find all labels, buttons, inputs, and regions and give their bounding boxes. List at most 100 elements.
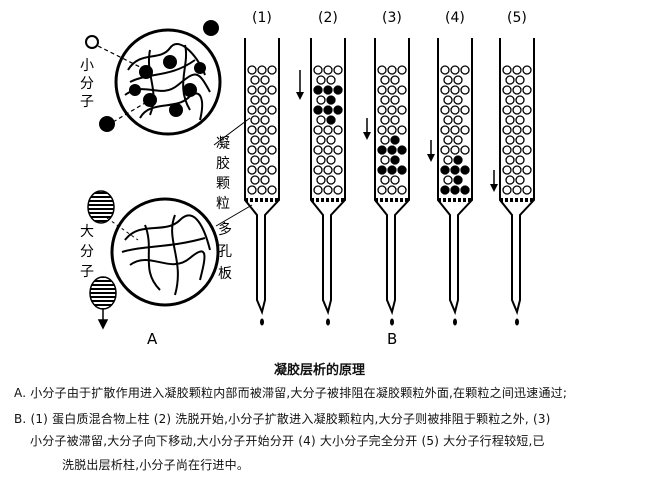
bead-empty <box>257 165 267 175</box>
bead-empty <box>260 155 270 165</box>
bead-empty <box>247 145 257 155</box>
bead-empty <box>512 165 522 175</box>
drop-icon <box>260 318 264 326</box>
gel-particle-lower-network <box>121 214 211 296</box>
bead-filled <box>397 145 407 155</box>
bead-filled <box>313 105 323 115</box>
caption-line-b1: B. (1) 蛋白质混合物上柱 (2) 洗脱开始,小分子扩散进入凝胶颗粒内,大分… <box>14 412 551 426</box>
bead-empty <box>460 85 470 95</box>
bead-empty <box>460 105 470 115</box>
column-number: (3) <box>382 10 402 26</box>
bead-empty <box>515 95 525 105</box>
bead-empty <box>397 65 407 75</box>
bead-empty <box>502 65 512 75</box>
bead-empty <box>257 145 267 155</box>
drop-icon <box>515 318 519 326</box>
bead-empty <box>267 165 277 175</box>
bead-filled <box>453 175 463 185</box>
bead-empty <box>260 175 270 185</box>
bead-empty <box>450 145 460 155</box>
bead-empty <box>316 75 326 85</box>
bead-empty <box>380 135 390 145</box>
bead-empty <box>380 75 390 85</box>
bead-empty <box>440 145 450 155</box>
bead-empty <box>267 105 277 115</box>
bead-empty <box>250 95 260 105</box>
label-porous-plate: 多孔板 <box>218 221 232 282</box>
bead-empty <box>515 155 525 165</box>
bead-empty <box>250 155 260 165</box>
bead-empty <box>450 125 460 135</box>
bead-empty <box>267 85 277 95</box>
bead-empty <box>380 95 390 105</box>
bead-empty <box>440 85 450 95</box>
caption-line-b3: 洗脱出层析柱,小分子尚在行进中。 <box>62 458 250 472</box>
column-number: (4) <box>445 10 465 26</box>
bead-empty <box>267 185 277 195</box>
bead-empty <box>450 85 460 95</box>
arrow-down-icon <box>296 92 304 100</box>
large-molecule <box>87 190 115 224</box>
bead-filled <box>323 105 333 115</box>
bead-empty <box>247 165 257 175</box>
bead-empty <box>257 85 267 95</box>
bead-empty <box>333 125 343 135</box>
bead-filled <box>333 85 343 95</box>
bead-filled <box>440 165 450 175</box>
figure-title: 凝胶层析的原理 <box>274 363 366 378</box>
bead-empty <box>512 85 522 95</box>
bead-empty <box>257 185 267 195</box>
arrow-down-icon <box>490 184 498 192</box>
leader-line <box>106 217 139 241</box>
bead-empty <box>267 125 277 135</box>
arrow-down-icon <box>427 154 435 162</box>
arrow-down-icon <box>363 132 371 140</box>
bead-empty <box>323 125 333 135</box>
bead-empty <box>443 135 453 145</box>
bead-filled <box>450 185 460 195</box>
bead-empty <box>502 165 512 175</box>
bead-empty <box>440 105 450 115</box>
label-gel-particle: 凝胶颗粒 <box>216 136 230 212</box>
drop-icon <box>326 318 330 326</box>
bead-empty <box>323 165 333 175</box>
label-small-molecule-char: 子 <box>80 94 94 110</box>
bead-empty <box>515 75 525 85</box>
bead-empty <box>502 145 512 155</box>
bead-filled <box>323 85 333 95</box>
bead-empty <box>522 105 532 115</box>
bead-empty <box>505 115 515 125</box>
bead-empty <box>460 65 470 75</box>
bead-empty <box>380 175 390 185</box>
bead-empty <box>440 125 450 135</box>
bead-filled <box>326 115 336 125</box>
small-molecules-inside <box>129 55 206 117</box>
bead-empty <box>323 145 333 155</box>
column-tube <box>374 38 410 316</box>
bead-empty <box>390 95 400 105</box>
leader-line <box>215 204 253 227</box>
dashed-pointer <box>112 99 151 123</box>
bead-empty <box>323 65 333 75</box>
bead-empty <box>387 65 397 75</box>
bead-empty <box>387 125 397 135</box>
bead-empty <box>380 155 390 165</box>
gel-particle-upper-network <box>124 43 211 121</box>
bead-empty <box>257 105 267 115</box>
bead-empty <box>387 185 397 195</box>
bead-empty <box>316 175 326 185</box>
bead-empty <box>316 115 326 125</box>
bead-empty <box>522 165 532 175</box>
caption-line-b2: 小分子被滞留,大分子向下移动,大小分子开始分开 (4) 大小分子完全分开 (5)… <box>30 434 545 448</box>
gel-particle-upper <box>114 28 222 136</box>
bead-empty <box>377 105 387 115</box>
bead-empty <box>326 135 336 145</box>
gel-particle-lower <box>110 197 220 307</box>
bead-empty <box>515 115 525 125</box>
bead-filled <box>390 155 400 165</box>
bead-empty <box>390 115 400 125</box>
bead-empty <box>326 155 336 165</box>
bead-empty <box>247 85 257 95</box>
bead-empty <box>460 125 470 135</box>
bead-empty <box>443 175 453 185</box>
